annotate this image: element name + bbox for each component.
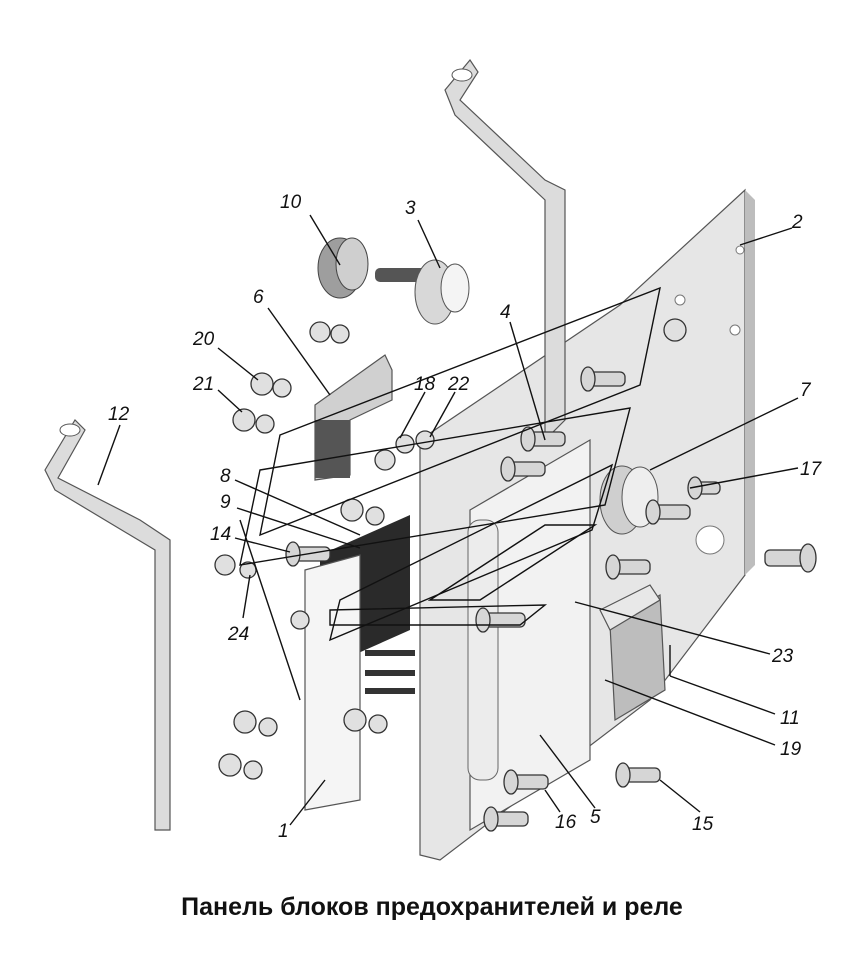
small-bracket-6 — [314, 354, 393, 481]
callout-3: 3 — [405, 198, 416, 219]
leader-lines — [97, 214, 799, 826]
callout-11: 11 — [780, 708, 800, 729]
callout-2: 2 — [791, 212, 803, 233]
callout-8: 8 — [220, 466, 231, 487]
bushing-3 — [414, 259, 470, 325]
callout-15: 15 — [692, 814, 714, 835]
callout-20: 20 — [192, 329, 215, 350]
fuse-block — [467, 438, 591, 832]
callout-24: 24 — [227, 624, 249, 645]
assembly-guide-lines — [239, 286, 661, 701]
callout-1: 1 — [278, 821, 289, 842]
callout-9: 9 — [220, 492, 231, 513]
callout-16: 16 — [555, 812, 577, 833]
shaft — [375, 268, 430, 282]
callout-6: 6 — [253, 287, 264, 308]
callout-17: 17 — [800, 459, 823, 480]
callout-7: 7 — [800, 380, 812, 401]
exploded-assembly-diagram: 10 3 2 6 4 20 21 18 22 7 12 17 8 9 14 24… — [44, 58, 823, 861]
callout-22: 22 — [447, 374, 470, 395]
knob-10 — [317, 237, 369, 299]
callout-21: 21 — [192, 374, 214, 395]
callout-12: 12 — [108, 404, 130, 425]
bottom-module — [304, 554, 361, 811]
callout-4: 4 — [500, 302, 511, 323]
figure-caption: Панель блоков предохранителей и реле — [181, 893, 683, 921]
callout-18: 18 — [414, 374, 436, 395]
relay — [599, 584, 666, 722]
callout-10: 10 — [280, 192, 302, 213]
callout-5: 5 — [590, 807, 601, 828]
callout-23: 23 — [771, 646, 794, 667]
nuts-and-washers — [214, 318, 687, 780]
upper-bracket — [444, 58, 566, 442]
callout-19: 19 — [780, 739, 802, 760]
left-bracket — [44, 419, 171, 831]
bolts — [285, 366, 817, 832]
callout-labels: 10 3 2 6 4 20 21 18 22 7 12 17 8 9 14 24… — [108, 192, 823, 842]
callout-14: 14 — [210, 524, 231, 545]
